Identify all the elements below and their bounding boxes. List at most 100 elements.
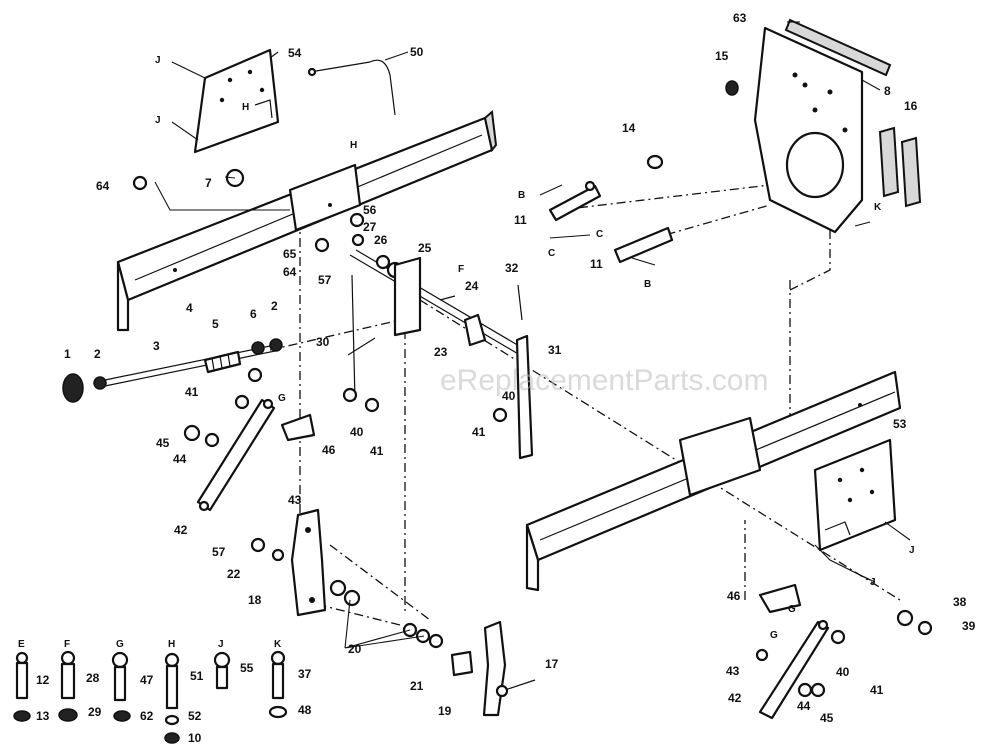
ref-f: F [458, 264, 464, 275]
callout-46: 46 [727, 589, 741, 603]
callout-2: 2 [271, 299, 278, 313]
arm-31 [515, 334, 534, 460]
callout-23: 23 [434, 345, 448, 359]
callout-62: 62 [140, 709, 154, 723]
callout-55: 55 [240, 661, 254, 675]
callout-63: 63 [733, 11, 747, 25]
mounting-plate-8 [753, 26, 864, 234]
ref-g: G [278, 393, 286, 404]
callout-41: 41 [185, 385, 199, 399]
bolt-h [164, 652, 180, 744]
callout-3: 3 [153, 339, 160, 353]
hardware [132, 168, 933, 698]
callout-15: 15 [715, 49, 729, 63]
bracket-11-upper [548, 180, 602, 222]
ref-g: G [770, 630, 778, 641]
link-42-right [758, 619, 830, 720]
bolt-17 [495, 679, 536, 698]
callout-18: 18 [248, 593, 262, 607]
spring-rod-50 [307, 59, 396, 116]
ref-h: H [242, 102, 249, 113]
callout-2: 2 [94, 347, 101, 361]
pads-16 [878, 126, 922, 208]
callout-41: 41 [472, 425, 486, 439]
link-42-left [196, 398, 276, 512]
bolt-j [213, 651, 231, 690]
callout-44: 44 [797, 699, 811, 713]
callout-45: 45 [820, 711, 834, 725]
control-rod-assembly [62, 338, 283, 403]
ref-b: B [644, 279, 651, 290]
knob-15 [725, 80, 739, 96]
callout-56: 56 [363, 203, 377, 217]
bolt-k [268, 650, 288, 719]
ref-j: J [155, 55, 161, 66]
callout-51: 51 [190, 669, 204, 683]
callout-13: 13 [36, 709, 50, 723]
callout-46: 46 [322, 443, 336, 457]
callout-64: 64 [283, 265, 297, 279]
callout-17: 17 [545, 657, 559, 671]
callout-7: 7 [205, 176, 212, 190]
callout-22: 22 [227, 567, 241, 581]
left-frame-rail [116, 110, 498, 332]
callout-16: 16 [904, 99, 918, 113]
callout-57: 57 [318, 273, 332, 287]
lever-18 [290, 508, 327, 617]
callout-43: 43 [726, 664, 740, 678]
callout-26: 26 [374, 233, 388, 247]
callout-10: 10 [188, 731, 202, 745]
callout-42: 42 [174, 523, 188, 537]
bolt-g [111, 651, 131, 722]
callout-29: 29 [88, 705, 102, 719]
callout-52: 52 [188, 709, 202, 723]
assembly-lines [269, 184, 901, 626]
callout-45: 45 [156, 436, 170, 450]
callout-20: 20 [348, 642, 362, 656]
callout-24: 24 [465, 279, 479, 293]
callout-40: 40 [502, 389, 516, 403]
reference-letters: J J J J H H B B C C F G G G K [155, 55, 915, 641]
callout-11: 11 [514, 213, 527, 227]
callout-57: 57 [212, 545, 226, 559]
callout-28: 28 [86, 671, 100, 685]
callout-41: 41 [870, 683, 884, 697]
callout-25: 25 [418, 241, 432, 255]
bushing-14 [646, 154, 664, 170]
lever-19 [482, 620, 507, 717]
callout-4: 4 [186, 301, 193, 315]
legend-letter-g: G [116, 639, 124, 650]
callout-27: 27 [363, 220, 377, 234]
strip-63 [784, 18, 892, 77]
callout-5: 5 [212, 317, 219, 331]
callout-1: 1 [64, 347, 71, 361]
washers-20 [329, 579, 444, 649]
callout-43: 43 [288, 493, 302, 507]
watermark: eReplacementParts.com [440, 364, 768, 397]
callout-40: 40 [350, 425, 364, 439]
callout-31: 31 [548, 343, 562, 357]
vertical-rod-30 [351, 274, 356, 401]
ref-g: G [788, 604, 796, 615]
legend-letter-h: H [168, 639, 175, 650]
callout-37: 37 [298, 667, 312, 681]
callout-11: 11 [590, 257, 603, 271]
ref-j: J [155, 115, 161, 126]
ref-c: C [548, 248, 555, 259]
bolt-f [58, 650, 78, 722]
callout-44: 44 [173, 452, 187, 466]
leader-lines [154, 21, 911, 649]
bushing-21 [450, 650, 474, 677]
callouts: 54 50 63 15 8 16 14 11 11 64 7 56 27 26 … [64, 11, 976, 725]
callout-48: 48 [298, 703, 312, 717]
right-frame-rail [525, 370, 902, 592]
hardware-legend [13, 650, 288, 744]
callout-30: 30 [316, 335, 330, 349]
ref-j: J [870, 577, 876, 588]
legend-letter-e: E [18, 639, 25, 650]
bolt-e [13, 651, 31, 722]
callout-14: 14 [622, 121, 636, 135]
callout-50: 50 [410, 45, 424, 59]
callout-40: 40 [836, 665, 850, 679]
